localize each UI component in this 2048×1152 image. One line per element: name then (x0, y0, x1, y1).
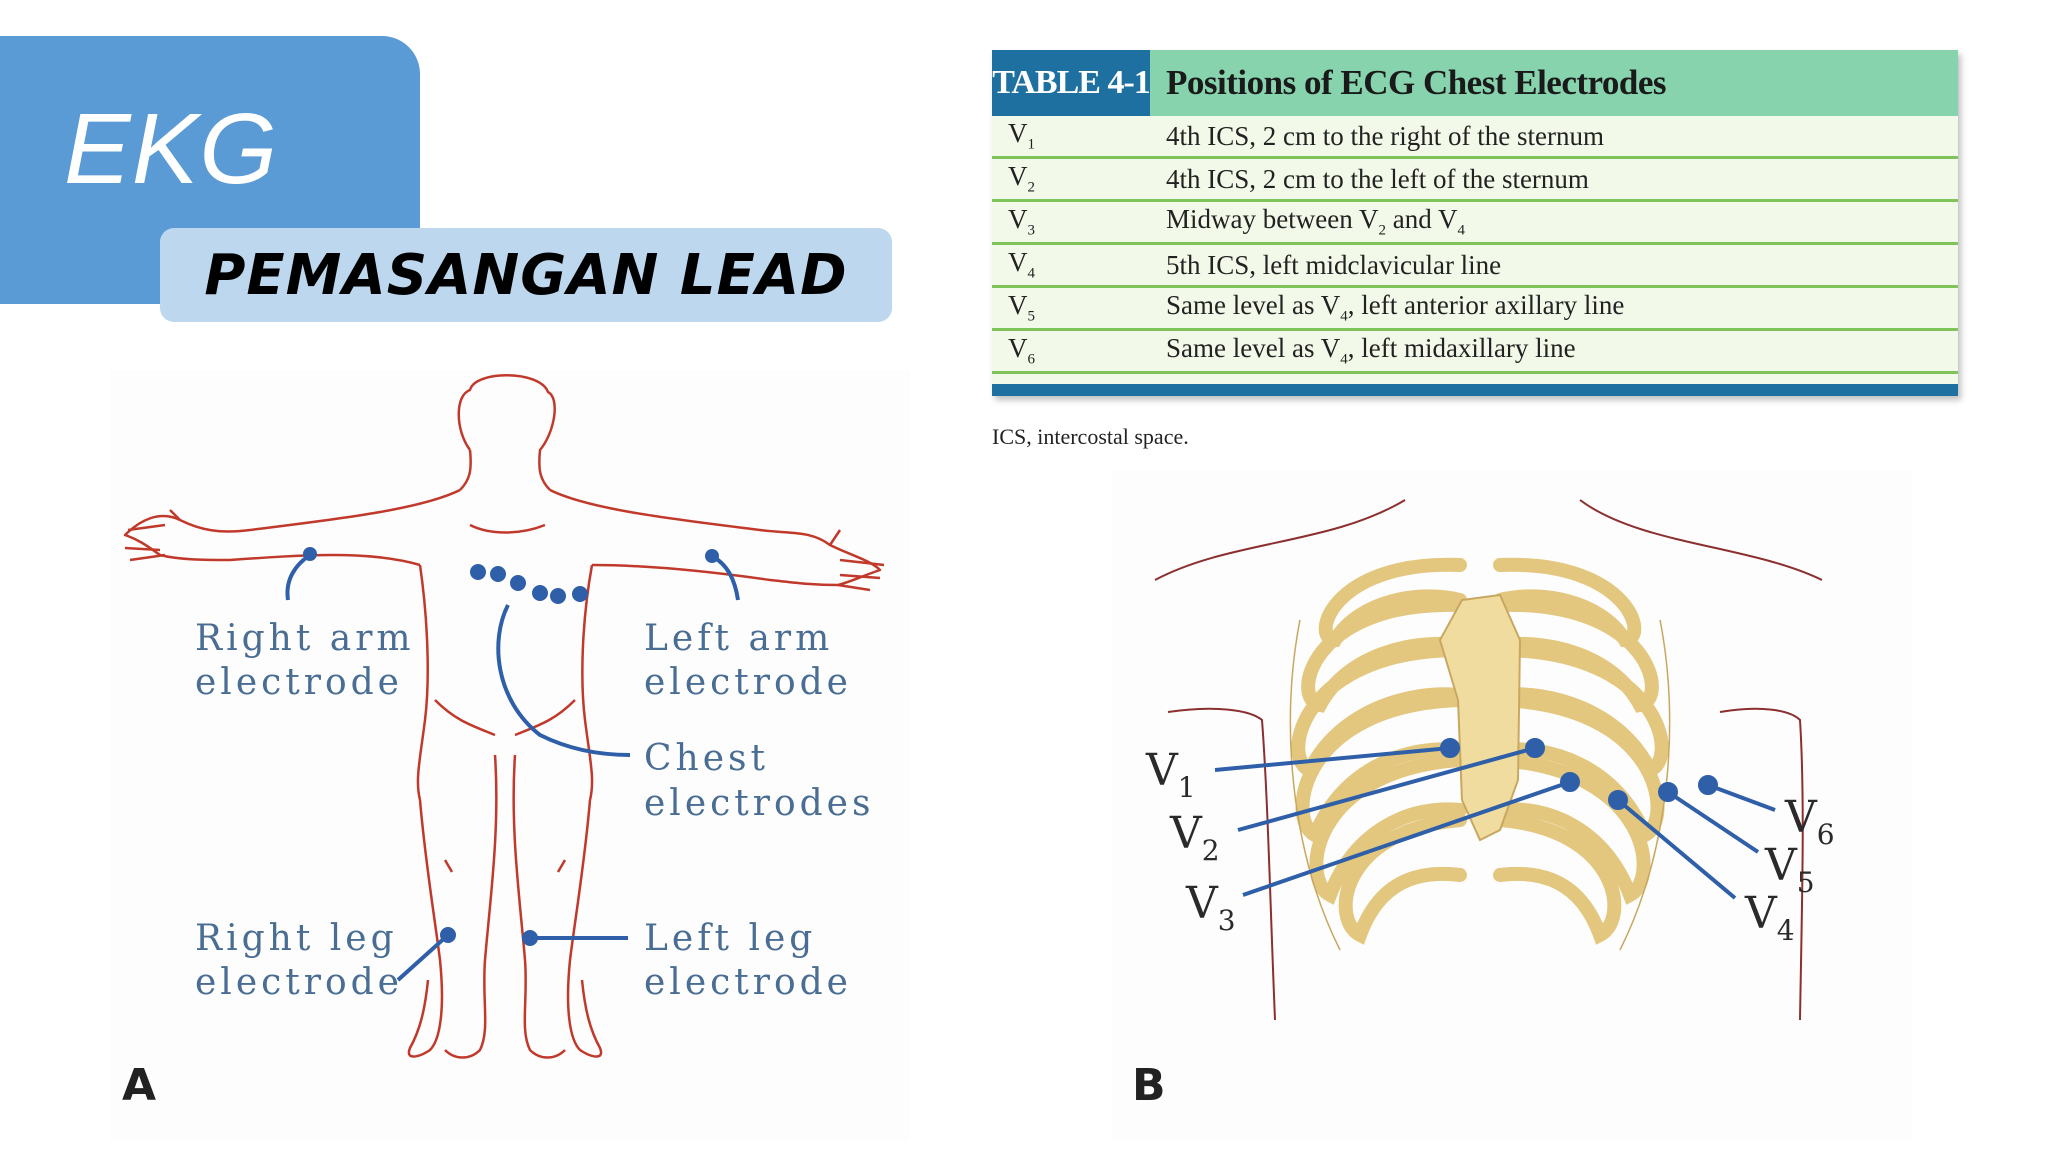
table-footnote: ICS, intercostal space. (992, 424, 1189, 449)
chest-label: Chest electrodes (644, 738, 874, 824)
v1-label: V1 (1145, 745, 1196, 804)
ribs (1291, 557, 1669, 945)
slide-title: EKG (64, 93, 279, 205)
lead-position: 5th ICS, left midclavicular line (1166, 249, 1502, 280)
figure-b-letter: B (1132, 1060, 1166, 1111)
right-leg-label: Right leg electrode (195, 918, 413, 1003)
lead-name: V6 (1008, 333, 1035, 368)
lead-position: Same level as V4, left midaxillary line (1166, 333, 1576, 368)
body-outline (123, 374, 885, 1059)
table-row: V5 Same level as V4, left anterior axill… (992, 288, 1958, 331)
table-footer-bar (992, 384, 1958, 396)
table-row: V4 5th ICS, left midclavicular line (992, 245, 1958, 288)
right-arm-label: Right arm electrode (195, 618, 430, 703)
lead-position: Same level as V4, left anterior axillary… (1166, 290, 1625, 325)
table-row: V2 4th ICS, 2 cm to the left of the ster… (992, 159, 1958, 202)
ecg-electrode-table: TABLE 4-1 Positions of ECG Chest Electro… (992, 50, 1958, 396)
lead-position: 4th ICS, 2 cm to the left of the sternum (1166, 163, 1589, 194)
lead-position: 4th ICS, 2 cm to the right of the sternu… (1166, 120, 1604, 151)
subtitle-banner: PEMASANGAN LEAD (160, 228, 892, 322)
v2-label: V2 (1169, 808, 1220, 867)
slide-subtitle: PEMASANGAN LEAD (204, 242, 848, 308)
v6-label: V6 (1784, 792, 1835, 851)
table-badge: TABLE 4-1 (992, 50, 1151, 116)
table-header: TABLE 4-1 Positions of ECG Chest Electro… (992, 50, 1958, 116)
left-arm-label: Left arm electrode (644, 618, 852, 703)
table-row: V6 Same level as V4, left midaxillary li… (992, 331, 1958, 374)
v4-label: V4 (1744, 888, 1795, 947)
v5-label: V5 (1764, 840, 1815, 899)
figure-a-letter: A (122, 1060, 157, 1111)
table-row: V3 Midway between V2 and V4 (992, 202, 1958, 245)
lead-name: V3 (1008, 204, 1035, 239)
sternum (1438, 593, 1522, 842)
table-heading: Positions of ECG Chest Electrodes (1150, 50, 1958, 116)
v3-label: V3 (1185, 878, 1236, 937)
lead-position: Midway between V2 and V4 (1166, 204, 1465, 239)
torso-outline (1154, 499, 1823, 1021)
left-leg-label: Left leg electrode (644, 918, 852, 1003)
lead-name: V4 (1008, 247, 1035, 282)
lead-name: V1 (1008, 118, 1035, 153)
chest-lead-wires (1214, 738, 1776, 900)
lead-name: V5 (1008, 290, 1035, 325)
lead-name: V2 (1008, 161, 1035, 196)
figure-a-panel (110, 370, 910, 1140)
table-row: V1 4th ICS, 2 cm to the right of the ste… (992, 116, 1958, 159)
electrodes (285, 547, 740, 982)
